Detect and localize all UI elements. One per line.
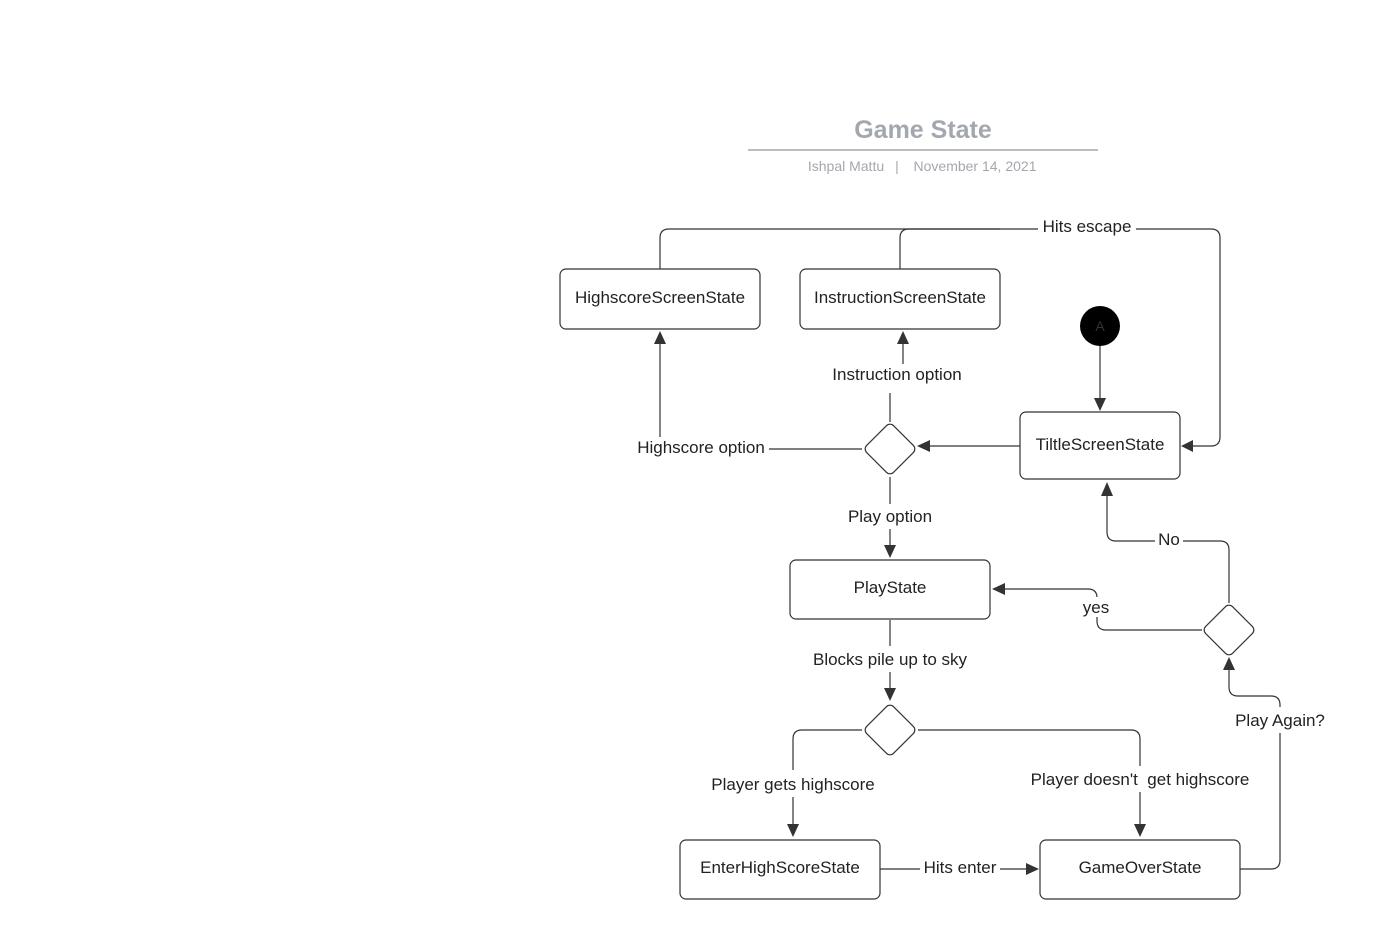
edge-instruction-option bbox=[889, 344, 904, 422]
edge-label-highscore-option: Highscore option bbox=[637, 438, 765, 457]
edge-player-no-highscore bbox=[918, 729, 1141, 824]
arrowhead bbox=[1223, 657, 1235, 670]
node-instruction-screen-label: InstructionScreenState bbox=[814, 288, 986, 307]
edge-label-player-no-highscore: Player doesn't get highscore bbox=[1031, 770, 1250, 789]
arrowhead bbox=[884, 688, 896, 701]
node-instruction-screen bbox=[799, 268, 1001, 330]
label-bg bbox=[1155, 530, 1183, 550]
arrowhead bbox=[1101, 482, 1113, 496]
start-node-label: A bbox=[1095, 318, 1105, 334]
edge-player-gets-highscore bbox=[792, 729, 862, 824]
node-game-over-label: GameOverState bbox=[1079, 858, 1202, 877]
edge-label-hits-escape: Hits escape bbox=[1043, 217, 1132, 236]
node-enter-highscore-label: EnterHighScoreState bbox=[700, 858, 860, 877]
edge-hits-escape bbox=[659, 228, 1221, 447]
node-highscore-screen bbox=[559, 268, 761, 330]
arrowhead bbox=[654, 331, 666, 344]
edge-label-instruction-option: Instruction option bbox=[832, 365, 961, 384]
node-play-label: PlayState bbox=[854, 578, 927, 597]
decision-play-again bbox=[1203, 604, 1255, 656]
document-date: November 14, 2021 bbox=[914, 158, 1037, 174]
label-bg bbox=[1230, 708, 1330, 732]
edge-label-player-gets-highscore: Player gets highscore bbox=[711, 775, 874, 794]
page-title: Game State bbox=[854, 116, 992, 144]
author-name: Ishpal Mattu bbox=[808, 158, 884, 174]
edge-highscore-option bbox=[659, 344, 862, 450]
arrowhead bbox=[1134, 824, 1146, 837]
label-bg bbox=[1080, 597, 1112, 617]
arrowhead bbox=[992, 583, 1005, 595]
arrowhead bbox=[787, 824, 799, 837]
node-title-screen bbox=[1019, 411, 1181, 480]
arrowhead bbox=[897, 331, 909, 344]
edge-hits-escape-branch bbox=[899, 228, 1000, 269]
byline-separator: | bbox=[895, 158, 899, 174]
node-play bbox=[789, 559, 991, 620]
edge-label-blocks-pile: Blocks pile up to sky bbox=[813, 650, 968, 669]
node-game-over bbox=[1039, 839, 1241, 900]
arrowhead bbox=[917, 440, 930, 452]
arrowhead bbox=[884, 545, 896, 558]
arrowhead bbox=[1094, 398, 1106, 411]
edge-play-again bbox=[1228, 670, 1281, 870]
node-title-screen-label: TiltleScreenState bbox=[1036, 435, 1165, 454]
edge-label-hits-enter: Hits enter bbox=[924, 858, 997, 877]
start-node bbox=[1080, 306, 1120, 346]
edge-label-no: No bbox=[1158, 530, 1180, 549]
node-highscore-screen-label: HighscoreScreenState bbox=[575, 288, 745, 307]
decision-highscore-check bbox=[864, 704, 916, 756]
node-enter-highscore bbox=[679, 839, 881, 900]
label-bg bbox=[1038, 216, 1136, 238]
edge-label-play-again: Play Again? bbox=[1235, 711, 1325, 730]
arrowhead bbox=[1181, 440, 1193, 452]
edge-label-yes: yes bbox=[1083, 598, 1109, 617]
decision-menu-choice bbox=[864, 423, 916, 475]
edge-label-play-option: Play option bbox=[848, 507, 932, 526]
arrowhead bbox=[1026, 863, 1039, 875]
